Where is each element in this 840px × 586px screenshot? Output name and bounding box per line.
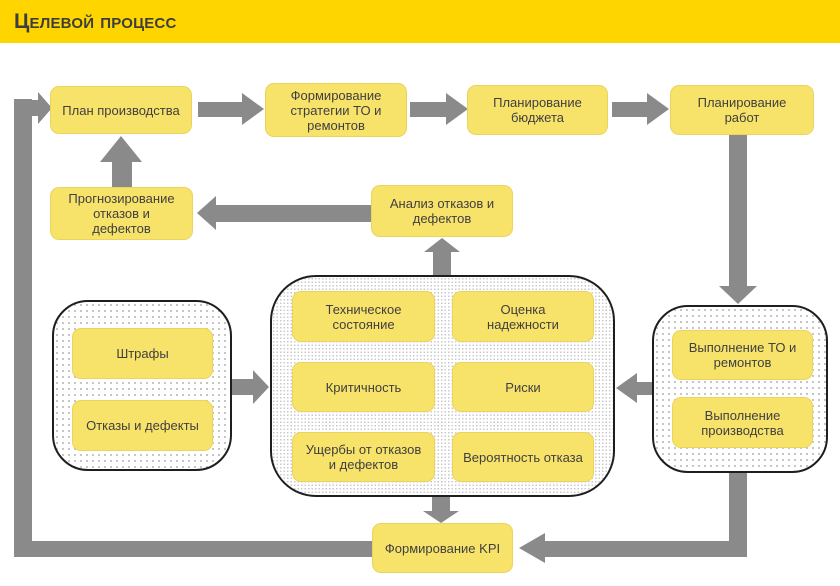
- node-fines: Штрафы: [72, 328, 213, 379]
- arrow-kpi-to-plan-top-shaft: [14, 100, 38, 116]
- arrow-analysis-to-forecast-shaft: [216, 205, 371, 222]
- arrow-analytics-to-analysis-shaft: [433, 251, 451, 277]
- arrow-kpi-to-plan-vertical-shaft: [14, 99, 32, 557]
- node-failures-defects: Отказы и дефекты: [72, 400, 213, 451]
- node-failure-analysis: Анализ отказов и дефектов: [371, 185, 513, 237]
- arrow-works-to-execution-shaft: [729, 135, 747, 286]
- node-budget-planning: Планирование бюджета: [467, 85, 608, 135]
- node-production-execution: Выполнение производства: [672, 397, 813, 448]
- node-criticality: Критичность: [292, 362, 435, 412]
- arrow-analytics-to-kpi-shaft: [432, 497, 450, 512]
- node-maintenance-execution: Выполнение ТО и ремонтов: [672, 330, 813, 380]
- arrow-execution-to-kpi-vertical-shaft: [729, 473, 747, 548]
- node-reliability-assessment: Оценка надежности: [452, 291, 594, 342]
- node-failure-damages: Ущербы от отказов и дефектов: [292, 432, 435, 482]
- page-title: Целевой процесс: [14, 9, 177, 33]
- arrow-plan-to-strategy-shaft: [198, 102, 244, 117]
- node-failure-probability: Вероятность отказа: [452, 432, 594, 482]
- arrow-plan-to-strategy-head: [242, 93, 264, 125]
- arrow-kpi-to-plan-head: [38, 92, 52, 124]
- arrow-kpi-to-plan-bottom-shaft: [14, 541, 372, 557]
- arrow-works-to-execution-head: [719, 286, 757, 304]
- arrow-budget-to-works-shaft: [612, 102, 649, 117]
- arrow-inputs-to-analytics-shaft: [232, 379, 254, 395]
- arrow-execution-to-analytics-shaft: [637, 382, 653, 395]
- arrow-forecast-to-plan-head: [100, 136, 142, 162]
- arrow-analysis-to-forecast-head: [197, 196, 216, 230]
- arrow-analytics-to-analysis-head: [424, 238, 460, 252]
- node-technical-condition: Техническое состояние: [292, 291, 435, 342]
- arrow-forecast-to-plan-shaft: [112, 160, 132, 188]
- node-risks: Риски: [452, 362, 594, 412]
- node-maintenance-strategy: Формирование стратегии ТО и ремонтов: [265, 83, 407, 137]
- arrow-inputs-to-analytics-head: [253, 370, 269, 404]
- node-production-plan: План производства: [50, 86, 192, 134]
- arrow-budget-to-works-head: [647, 93, 669, 125]
- arrow-execution-to-kpi-head: [519, 533, 545, 563]
- header-bar: Целевой процесс: [0, 0, 840, 43]
- arrow-strategy-to-budget-head: [446, 93, 468, 125]
- node-failure-forecasting: Прогнозирование отказов и дефектов: [50, 187, 193, 240]
- arrow-execution-to-analytics-head: [616, 373, 637, 403]
- node-kpi-formation: Формирование KPI: [372, 523, 513, 573]
- arrow-strategy-to-budget-shaft: [410, 102, 448, 117]
- arrow-analytics-to-kpi-head: [423, 511, 459, 523]
- node-work-planning: Планирование работ: [670, 85, 814, 135]
- arrow-execution-to-kpi-horizontal-shaft: [545, 541, 747, 557]
